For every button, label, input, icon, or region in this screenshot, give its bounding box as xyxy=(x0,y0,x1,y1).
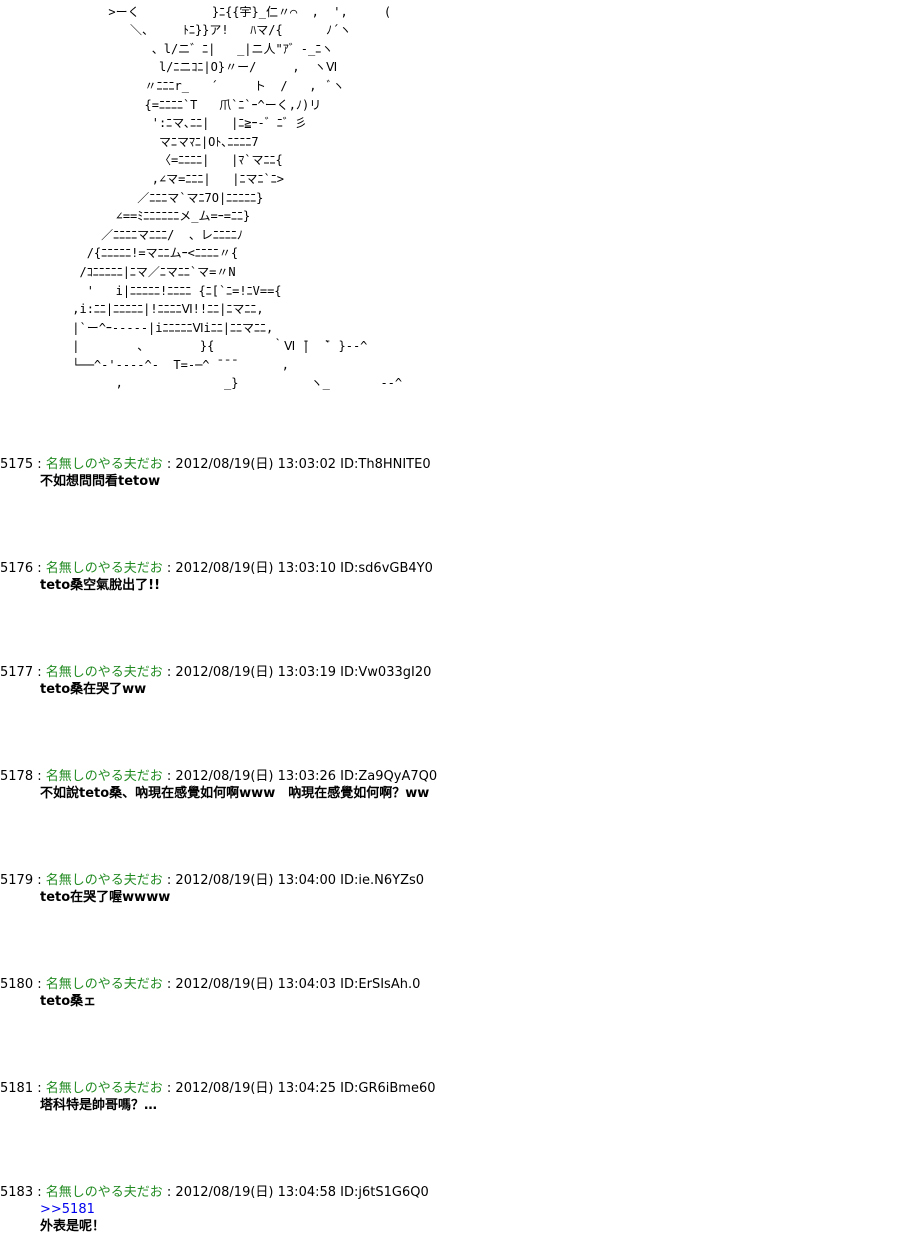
poster-name: 名無しのやる夫だお xyxy=(45,873,163,888)
post-number: 5177 xyxy=(0,665,34,680)
post-5179: 5179 : 名無しのやる夫だお : 2012/08/19(日) 13:04:0… xyxy=(0,872,900,906)
post-number: 5181 xyxy=(0,1081,34,1096)
post-time: 13:04:00 xyxy=(277,873,337,888)
post-time: 13:03:10 xyxy=(277,561,337,576)
post-date: 2012/08/19(日) xyxy=(175,873,274,888)
poster-name: 名無しのやる夫だお xyxy=(45,769,163,784)
poster-id: ID:GR6iBme60 xyxy=(340,1081,436,1096)
post-body: teto桑ェ xyxy=(40,994,97,1009)
post-5180: 5180 : 名無しのやる夫だお : 2012/08/19(日) 13:04:0… xyxy=(0,976,900,1010)
post-number: 5179 xyxy=(0,873,34,888)
post-number: 5178 xyxy=(0,769,34,784)
post-time: 13:04:58 xyxy=(277,1185,337,1200)
post-body: teto在哭了喔wwww xyxy=(40,890,171,905)
post-header: 5181 : 名無しのやる夫だお : 2012/08/19(日) 13:04:2… xyxy=(0,1081,436,1096)
post-5181: 5181 : 名無しのやる夫だお : 2012/08/19(日) 13:04:2… xyxy=(0,1080,900,1114)
post-time: 13:03:26 xyxy=(277,769,337,784)
poster-name: 名無しのやる夫だお xyxy=(45,561,163,576)
post-5177: 5177 : 名無しのやる夫だお : 2012/08/19(日) 13:03:1… xyxy=(0,664,900,698)
post-date: 2012/08/19(日) xyxy=(175,1081,274,1096)
poster-id: ID:Za9QyA7Q0 xyxy=(340,769,438,784)
post-5183: 5183 : 名無しのやる夫だお : 2012/08/19(日) 13:04:5… xyxy=(0,1184,900,1235)
post-header: 5180 : 名無しのやる夫だお : 2012/08/19(日) 13:04:0… xyxy=(0,977,421,992)
post-date: 2012/08/19(日) xyxy=(175,457,274,472)
post-date: 2012/08/19(日) xyxy=(175,977,274,992)
post-number: 5183 xyxy=(0,1185,34,1200)
poster-name: 名無しのやる夫だお xyxy=(45,1185,163,1200)
post-time: 13:04:03 xyxy=(277,977,337,992)
post-body: 不如說teto桑、吶現在感覺如何啊www 吶現在感覺如何啊？ww xyxy=(40,786,430,801)
poster-id: ID:j6tS1G6Q0 xyxy=(340,1185,429,1200)
post-date: 2012/08/19(日) xyxy=(175,769,274,784)
poster-name: 名無しのやる夫だお xyxy=(45,977,163,992)
post-time: 13:04:25 xyxy=(277,1081,337,1096)
post-body: teto桑空氣脫出了!! xyxy=(40,578,161,593)
post-header: 5179 : 名無しのやる夫だお : 2012/08/19(日) 13:04:0… xyxy=(0,873,425,888)
post-time: 13:03:19 xyxy=(277,665,337,680)
reply-anchor-link[interactable]: >>5181 xyxy=(40,1202,95,1217)
post-header: 5177 : 名無しのやる夫だお : 2012/08/19(日) 13:03:1… xyxy=(0,665,432,680)
poster-name: 名無しのやる夫だお xyxy=(45,457,163,472)
post-5176: 5176 : 名無しのやる夫だお : 2012/08/19(日) 13:03:1… xyxy=(0,560,900,594)
post-5178: 5178 : 名無しのやる夫だお : 2012/08/19(日) 13:03:2… xyxy=(0,768,900,802)
poster-id: ID:ie.N6YZs0 xyxy=(340,873,425,888)
poster-id: ID:Th8HNITE0 xyxy=(340,457,431,472)
post-body: 不如想問問看tetow xyxy=(40,474,161,489)
poster-name: 名無しのやる夫だお xyxy=(45,1081,163,1096)
post-date: 2012/08/19(日) xyxy=(175,1185,274,1200)
post-header: 5183 : 名無しのやる夫だお : 2012/08/19(日) 13:04:5… xyxy=(0,1185,429,1200)
post-number: 5175 xyxy=(0,457,34,472)
post-date: 2012/08/19(日) xyxy=(175,561,274,576)
post-body-text: 外表是呢！ xyxy=(40,1219,106,1234)
poster-id: ID:Vw033gI20 xyxy=(340,665,432,680)
post-header: 5175 : 名無しのやる夫だお : 2012/08/19(日) 13:03:0… xyxy=(0,457,431,472)
post-header: 5178 : 名無しのやる夫だお : 2012/08/19(日) 13:03:2… xyxy=(0,769,438,784)
poster-id: ID:ErSIsAh.0 xyxy=(340,977,421,992)
post-5175: 5175 : 名無しのやる夫だお : 2012/08/19(日) 13:03:0… xyxy=(0,456,900,490)
post-number: 5176 xyxy=(0,561,34,576)
poster-name: 名無しのやる夫だお xyxy=(45,665,163,680)
post-body: >>5181 外表是呢！ xyxy=(0,1201,900,1235)
post-header: 5176 : 名無しのやる夫だお : 2012/08/19(日) 13:03:1… xyxy=(0,561,433,576)
post-body: teto桑在哭了ww xyxy=(40,682,147,697)
ascii-art: ( ⌒ ｰ , _ ,ｨ ｨ ,) >ーく }ﾆ{{宇}_仁〃⌒ , ', ( … xyxy=(72,4,403,391)
post-time: 13:03:02 xyxy=(277,457,337,472)
post-body: 塔科特是帥哥嗎？… xyxy=(40,1098,158,1113)
post-number: 5180 xyxy=(0,977,34,992)
post-date: 2012/08/19(日) xyxy=(175,665,274,680)
poster-id: ID:sd6vGB4Y0 xyxy=(340,561,433,576)
